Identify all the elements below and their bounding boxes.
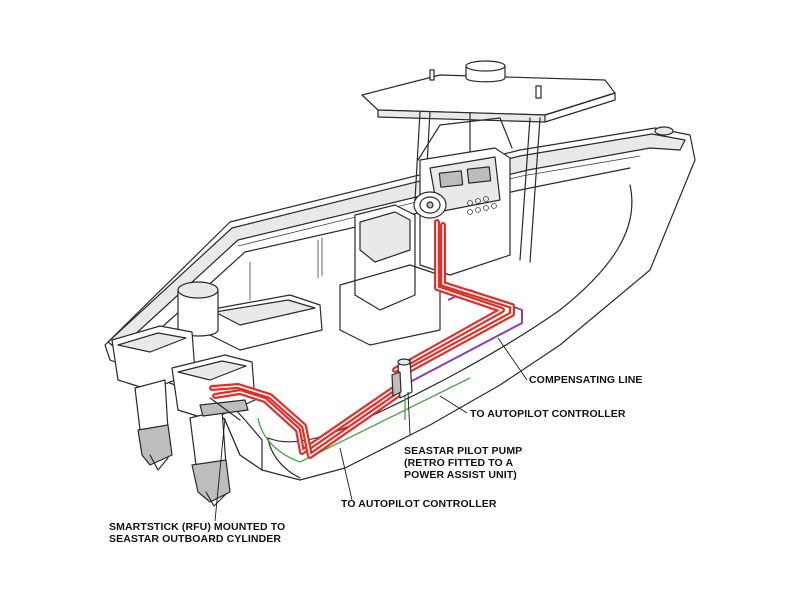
leaning-post (339, 204, 441, 346)
t-top (361, 60, 616, 263)
label-smartstick-line1: SMARTSTICK (RFU) MOUNTED TO (109, 521, 286, 533)
label-pilot-pump-line1: SEASTAR PILOT PUMP (404, 445, 523, 457)
label-smartstick: SMARTSTICK (RFU) MOUNTED TO SEASTAR OUTB… (109, 521, 285, 545)
label-pilot-pump-line3: POWER ASSIST UNIT) (404, 469, 517, 481)
label-smartstick-line2: SEASTAR OUTBOARD CYLINDER (109, 533, 282, 545)
label-compensating-line: COMPENSATING LINE (529, 374, 643, 386)
label-pilot-pump-line2: (RETRO FITTED TO A (404, 457, 514, 469)
hydraulic-lines (209, 219, 515, 459)
autopilot-line (257, 377, 471, 463)
label-autopilot-controller-upper: TO AUTOPILOT CONTROLLER (470, 408, 626, 420)
leader-lines (214, 337, 528, 522)
label-pilot-pump: SEASTAR PILOT PUMP (RETRO FITTED TO A PO… (404, 445, 522, 481)
helm-wheel-icon (413, 191, 447, 219)
rod-holders (249, 237, 323, 301)
label-autopilot-controller-lower: TO AUTOPILOT CONTROLLER (341, 498, 497, 510)
pilot-pump-icon (391, 358, 413, 399)
aft-seat (177, 281, 323, 351)
